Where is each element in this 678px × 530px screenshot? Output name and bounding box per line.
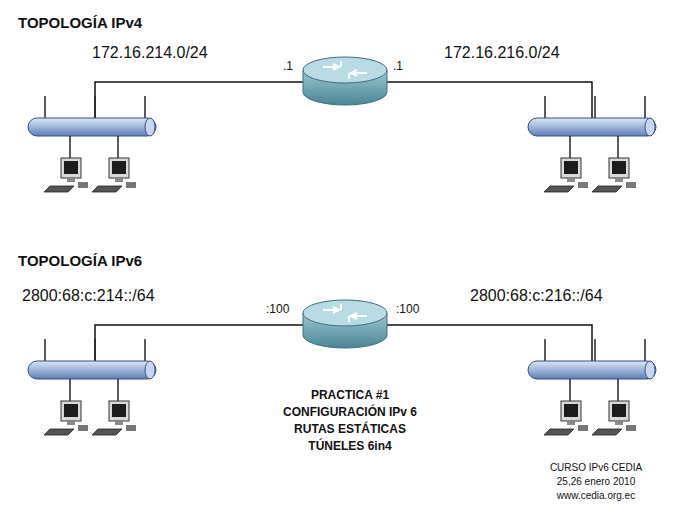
subnet-label: 172.16.216.0/24 xyxy=(444,44,560,62)
practice-caption: CONFIGURACIÓN IPv 6 xyxy=(283,406,417,420)
subnet-label: 172.16.214.0/24 xyxy=(92,44,208,62)
practice-caption: RUTAS ESTÁTICAS xyxy=(294,423,406,437)
credit-note: 25,26 enero 2010 xyxy=(557,476,635,488)
interface-address: :100 xyxy=(266,303,289,317)
subnet-label: 2800:68:c:216::/64 xyxy=(470,287,603,305)
credit-note: CURSO IPv6 CEDIA xyxy=(550,462,642,474)
subnet-label: 2800:68:c:214::/64 xyxy=(22,287,155,305)
section-heading: TOPOLOGÍA IPv4 xyxy=(18,14,142,31)
practice-caption: TÚNELES 6in4 xyxy=(308,440,391,454)
interface-address: .1 xyxy=(393,60,403,74)
interface-address: .1 xyxy=(283,60,293,74)
practice-caption: PRACTICA #1 xyxy=(311,389,389,403)
interface-address: :100 xyxy=(396,303,419,317)
section-heading: TOPOLOGÍA IPv6 xyxy=(18,252,142,269)
credit-note: www.cedia.org.ec xyxy=(557,490,635,502)
